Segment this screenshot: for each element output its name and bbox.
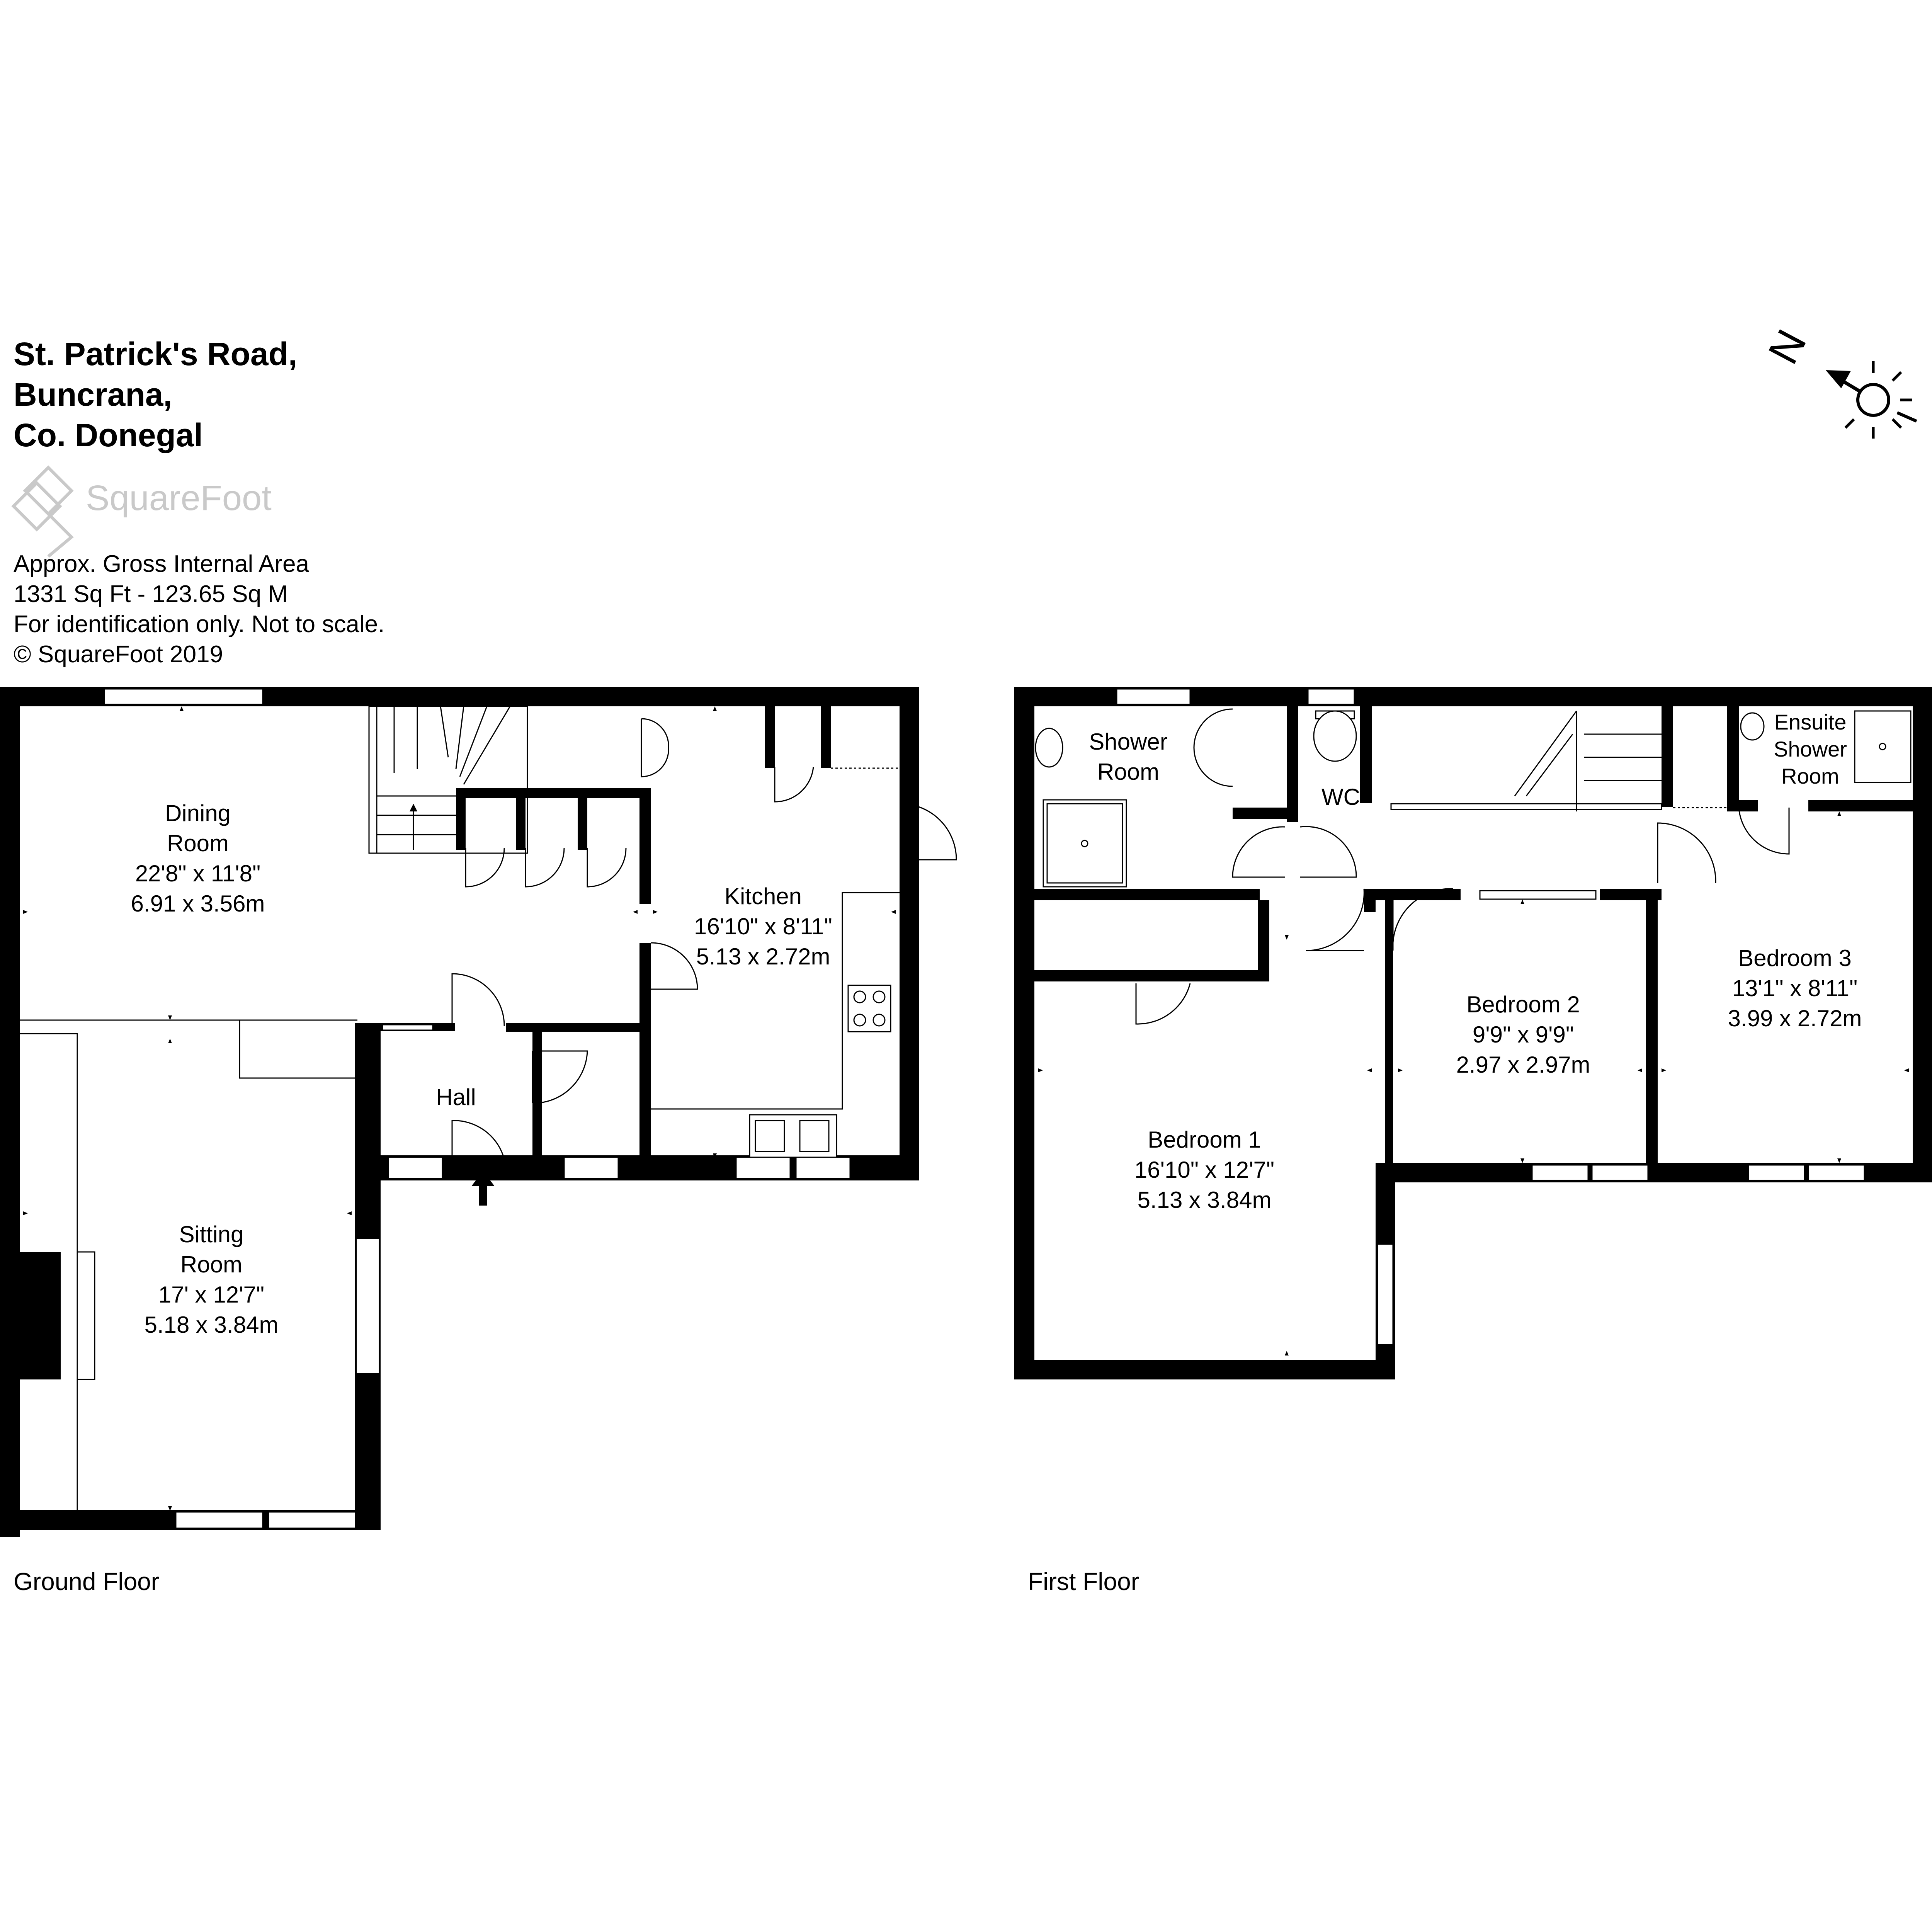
bedroom-1-metric: 5.13 x 3.84m bbox=[1138, 1187, 1272, 1213]
ground-floor-label: Ground Floor bbox=[14, 1568, 159, 1595]
bedroom-3-label: Bedroom 3 13'1" x 8'11" 3.99 x 2.72m bbox=[1728, 945, 1862, 1031]
north-arrow-sun-icon: N bbox=[1759, 322, 1917, 439]
info-line-1: Approx. Gross Internal Area bbox=[14, 551, 310, 577]
sitting-room-label: Sitting Room 17' x 12'7" 5.18 x 3.84m bbox=[145, 1221, 279, 1338]
sitting-metric: 5.18 x 3.84m bbox=[145, 1312, 279, 1338]
north-label: N bbox=[1759, 322, 1816, 371]
squarefoot-logo-icon: SquareFoot bbox=[11, 465, 272, 558]
wc-label: WC bbox=[1321, 784, 1360, 810]
ensuite-name-3: Room bbox=[1781, 764, 1839, 788]
address-line-2: Buncrana, bbox=[14, 376, 172, 413]
shower-room-label: Shower Room bbox=[1089, 729, 1167, 785]
bedroom-1-label: Bedroom 1 16'10" x 12'7" 5.13 x 3.84m bbox=[1134, 1127, 1274, 1213]
hall-label: Hall bbox=[436, 1084, 476, 1110]
shower-name-1: Shower bbox=[1089, 729, 1167, 755]
bedroom-2-imperial: 9'9" x 9'9" bbox=[1473, 1022, 1574, 1048]
address-line-3: Co. Donegal bbox=[14, 417, 203, 453]
first-floor-label: First Floor bbox=[1028, 1568, 1139, 1595]
logo-text: SquareFoot bbox=[86, 478, 272, 518]
shower-name-2: Room bbox=[1097, 759, 1159, 785]
kitchen-name: Kitchen bbox=[724, 883, 802, 909]
dimension-markers bbox=[23, 706, 1909, 1511]
sitting-name-1: Sitting bbox=[179, 1221, 244, 1247]
first-floor-plan: Shower Room WC Ensuite Shower Room Bedro… bbox=[1014, 687, 1932, 1595]
ensuite-label: Ensuite Shower Room bbox=[1774, 710, 1847, 788]
sitting-name-2: Room bbox=[180, 1252, 242, 1277]
address-block: St. Patrick's Road, Buncrana, Co. Donega… bbox=[14, 336, 297, 453]
kitchen-label: Kitchen 16'10" x 8'11" 5.13 x 2.72m bbox=[694, 883, 832, 969]
address-line-1: St. Patrick's Road, bbox=[14, 336, 297, 372]
bedroom-1-imperial: 16'10" x 12'7" bbox=[1134, 1157, 1274, 1183]
info-line-2: 1331 Sq Ft - 123.65 Sq M bbox=[14, 581, 288, 607]
kitchen-imperial: 16'10" x 8'11" bbox=[694, 913, 832, 939]
bedroom-2-name: Bedroom 2 bbox=[1466, 992, 1580, 1017]
dining-name-1: Dining bbox=[165, 800, 231, 826]
dining-metric: 6.91 x 3.56m bbox=[131, 891, 265, 917]
ensuite-name-1: Ensuite bbox=[1774, 710, 1847, 734]
dining-imperial: 22'8" x 11'8" bbox=[135, 861, 261, 886]
hall-name: Hall bbox=[436, 1084, 476, 1110]
bedroom-3-metric: 3.99 x 2.72m bbox=[1728, 1005, 1862, 1031]
bedroom-2-label: Bedroom 2 9'9" x 9'9" 2.97 x 2.97m bbox=[1456, 992, 1590, 1078]
info-line-3: For identification only. Not to scale. bbox=[14, 611, 384, 638]
ground-stairs bbox=[368, 706, 528, 854]
info-line-4: © SquareFoot 2019 bbox=[14, 641, 223, 668]
dining-room-label: Dining Room 22'8" x 11'8" 6.91 x 3.56m bbox=[131, 800, 265, 917]
bedroom-2-metric: 2.97 x 2.97m bbox=[1456, 1052, 1590, 1078]
dining-name-2: Room bbox=[167, 830, 229, 856]
bedroom-3-imperial: 13'1" x 8'11" bbox=[1732, 975, 1858, 1001]
kitchen-metric: 5.13 x 2.72m bbox=[696, 944, 830, 969]
ground-floor-plan: Dining Room 22'8" x 11'8" 6.91 x 3.56m K… bbox=[0, 687, 957, 1595]
ensuite-name-2: Shower bbox=[1774, 737, 1847, 761]
sitting-imperial: 17' x 12'7" bbox=[158, 1282, 264, 1308]
first-stairs bbox=[1390, 711, 1662, 811]
bedroom-3-name: Bedroom 3 bbox=[1738, 945, 1852, 971]
wc-name: WC bbox=[1321, 784, 1360, 810]
area-info: Approx. Gross Internal Area 1331 Sq Ft -… bbox=[14, 551, 384, 668]
bedroom-1-name: Bedroom 1 bbox=[1148, 1127, 1261, 1153]
